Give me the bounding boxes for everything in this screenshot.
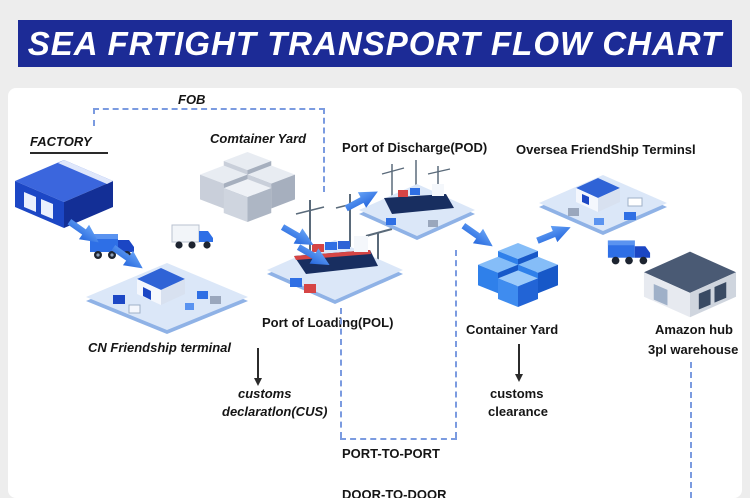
amazon-hub-label-line2: 3pl warehouse xyxy=(648,342,739,357)
fob-dash-vertical xyxy=(323,108,325,192)
arrow-yard-to-clearance-icon xyxy=(515,344,523,382)
customs-declaration-label-line2: declaratlon(CUS) xyxy=(222,404,328,419)
oversea-terminal-label: Oversea FriendShip Terminsl xyxy=(516,142,696,157)
port-to-port-label: PORT-TO-PORT xyxy=(342,446,440,461)
factory-label: FACTORY xyxy=(30,134,108,154)
gray-container-stack-icon xyxy=(200,152,295,222)
amazon-hub-label-line1: Amazon hub xyxy=(655,322,733,337)
fob-label: FOB xyxy=(178,92,206,107)
oversea-truck-icon xyxy=(606,234,652,268)
cn-terminal-label: CN Friendship terminal xyxy=(88,340,232,355)
blue-container-stack-icon xyxy=(478,243,558,307)
cn-terminal-icon xyxy=(85,243,250,335)
pol-label: Port of Loading(POL) xyxy=(262,315,394,330)
port-to-port-dash-left xyxy=(340,308,342,438)
fob-dash-horizontal xyxy=(93,108,325,110)
warehouse-icon xyxy=(642,248,738,320)
title-banner: SEA FRTIGHT TRANSPORT FLOW CHART xyxy=(18,20,732,67)
port-to-port-dash-right xyxy=(455,250,457,438)
arrow-pol-to-customs-icon xyxy=(254,348,262,386)
door-to-door-dash-right xyxy=(690,362,692,498)
customs-clearance-label-line1: customs xyxy=(490,386,544,401)
container-yard-left-label: Comtainer Yard xyxy=(210,131,307,146)
page-title: SEA FRTIGHT TRANSPORT FLOW CHART xyxy=(27,24,723,62)
customs-declaration-label-line1: customs xyxy=(238,386,292,401)
factory-icon xyxy=(12,158,117,230)
port-to-port-dash-bottom xyxy=(340,438,457,440)
pol-port-icon xyxy=(266,192,404,310)
oversea-terminal-icon xyxy=(538,158,668,243)
door-to-door-label: DOOR-TO-DOOR xyxy=(342,487,447,498)
customs-clearance-label-line2: clearance xyxy=(488,404,548,419)
yard-truck-icon xyxy=(170,220,215,252)
pod-label: Port of Discharge(POD) xyxy=(342,140,488,155)
fob-dash-left-stub xyxy=(93,108,95,126)
pod-port-icon xyxy=(358,160,476,244)
container-yard-right-label: Container Yard xyxy=(466,322,559,337)
